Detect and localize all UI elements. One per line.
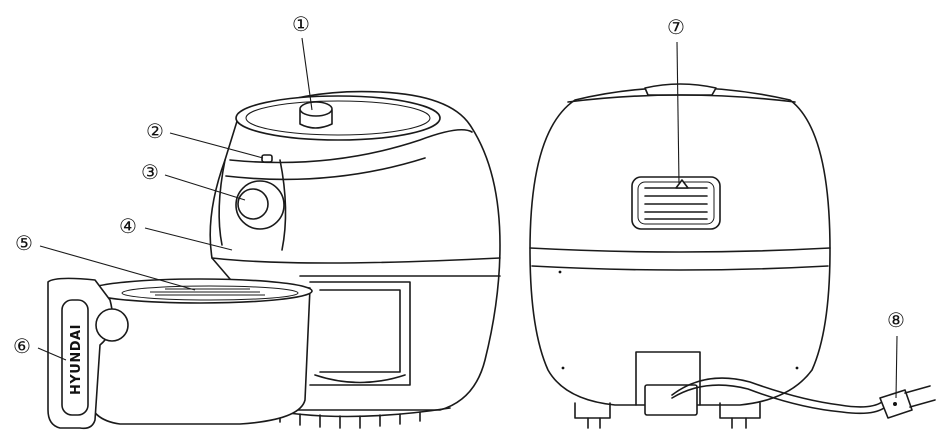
callout-6: ⑥ xyxy=(13,334,67,361)
callout-8: ⑧ xyxy=(887,308,905,399)
rear-view xyxy=(529,83,936,429)
frying-basket xyxy=(81,284,311,425)
front-lid xyxy=(235,95,441,141)
callout-1-label: ① xyxy=(292,12,310,36)
rear-body xyxy=(529,86,831,406)
callout-5-label: ⑤ xyxy=(15,231,33,255)
callout-7: ⑦ xyxy=(667,15,685,184)
brand-logo: HYUNDAI xyxy=(69,324,84,395)
rear-lid-top xyxy=(644,83,717,96)
callout-3: ③ xyxy=(141,160,246,201)
callout-4: ④ xyxy=(119,214,233,251)
rear-vent-grille xyxy=(631,176,721,230)
callout-4-label: ④ xyxy=(119,214,137,238)
callout-7-label: ⑦ xyxy=(667,15,685,39)
indicator-light xyxy=(261,154,273,163)
callout-3-label: ③ xyxy=(141,160,159,184)
callout-2: ② xyxy=(146,119,264,159)
power-cord xyxy=(671,377,883,408)
callout-5: ⑤ xyxy=(15,231,196,291)
callout-2-label: ② xyxy=(146,119,164,143)
callout-1: ① xyxy=(292,12,313,111)
front-view: HYUNDAI xyxy=(47,90,501,430)
callout-6-label: ⑥ xyxy=(13,334,31,358)
callout-8-label: ⑧ xyxy=(887,308,905,332)
